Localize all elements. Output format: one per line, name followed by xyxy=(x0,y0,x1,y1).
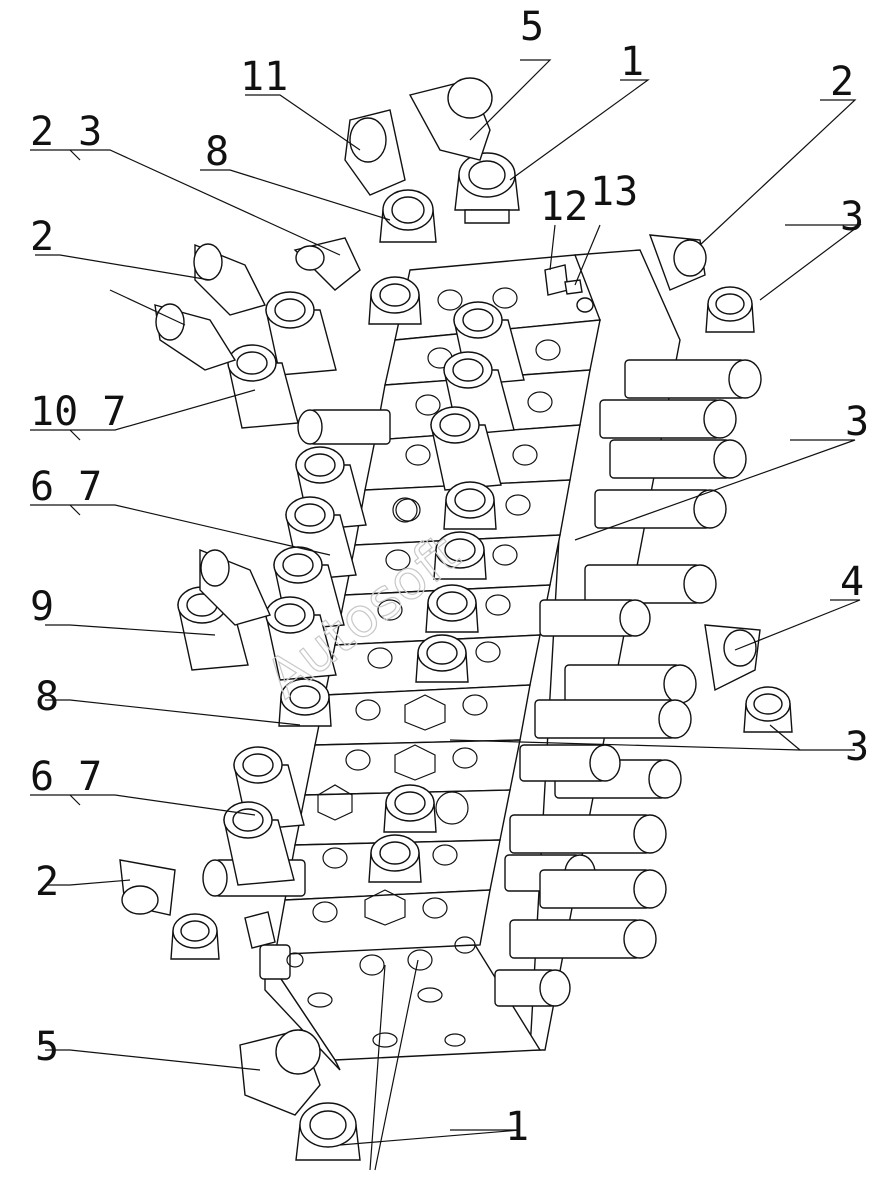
callout-12: 12 xyxy=(540,184,588,230)
callout-2-bottom: 2 xyxy=(35,859,59,905)
callout-13: 13 xyxy=(590,169,638,215)
callout-labels: 5 1 11 2 3 8 12 13 2 3 2 10 7 3 6 7 4 9 … xyxy=(30,4,869,1150)
callout-5-bottom: 5 xyxy=(35,1024,59,1070)
callout-10-7: 10 7 xyxy=(30,389,126,435)
callout-3-right-mid: 3 xyxy=(845,399,869,445)
callout-3-right-low: 3 xyxy=(845,724,869,770)
callout-2-right: 2 xyxy=(830,59,854,105)
callout-1-bottom: 1 xyxy=(505,1104,529,1150)
callout-2-left: 2 xyxy=(30,214,54,260)
block-ports xyxy=(286,287,561,1048)
callout-3-right-top: 3 xyxy=(840,194,864,240)
fittings xyxy=(119,77,793,1161)
callout-8-mid: 8 xyxy=(35,674,59,720)
callout-2-3: 2 3 xyxy=(30,109,102,155)
callout-11: 11 xyxy=(240,54,288,100)
callout-4: 4 xyxy=(840,559,864,605)
callout-6-7-bottom: 6 7 xyxy=(30,754,102,800)
callout-6-7-top: 6 7 xyxy=(30,464,102,510)
callout-1-top: 1 xyxy=(620,39,644,85)
leader-lines xyxy=(30,59,862,1171)
callout-5-top: 5 xyxy=(520,4,544,50)
callout-9: 9 xyxy=(30,584,54,630)
callout-8-top: 8 xyxy=(205,129,229,175)
